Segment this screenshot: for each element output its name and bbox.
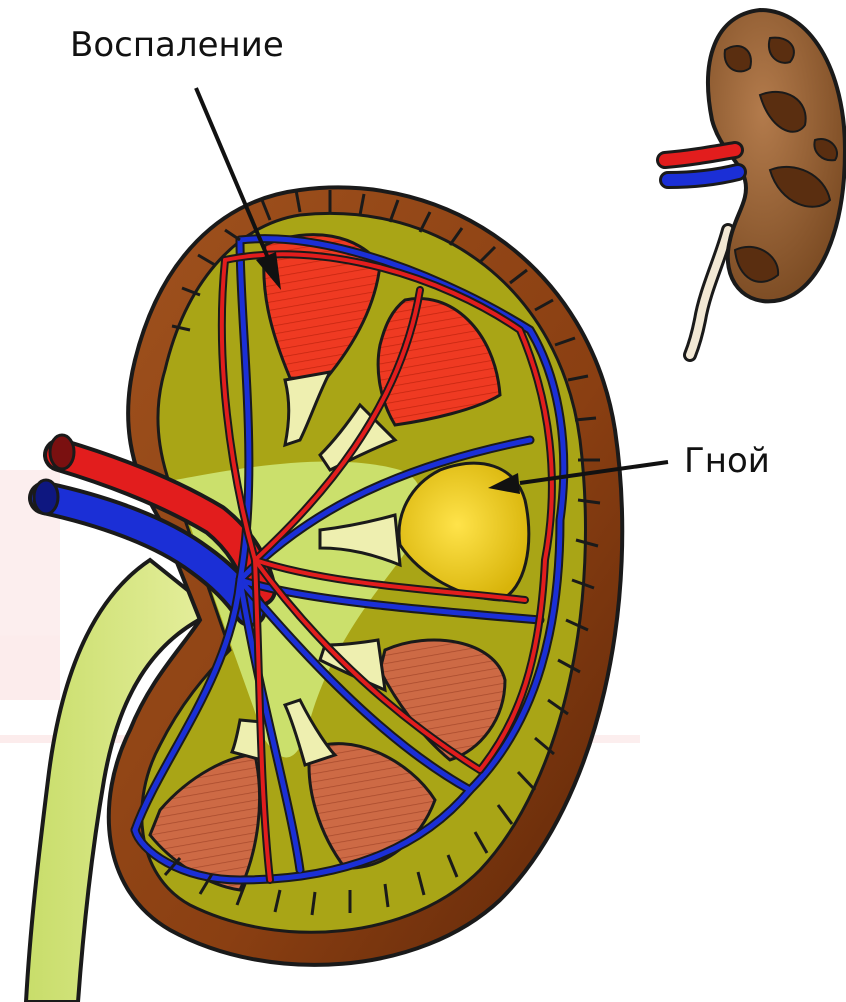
small-kidney-inset (665, 10, 845, 355)
vein-opening (34, 480, 58, 514)
artery-opening (50, 435, 74, 469)
inflammation-label: Воспаление (70, 28, 284, 62)
pus-label: Гной (684, 444, 770, 478)
